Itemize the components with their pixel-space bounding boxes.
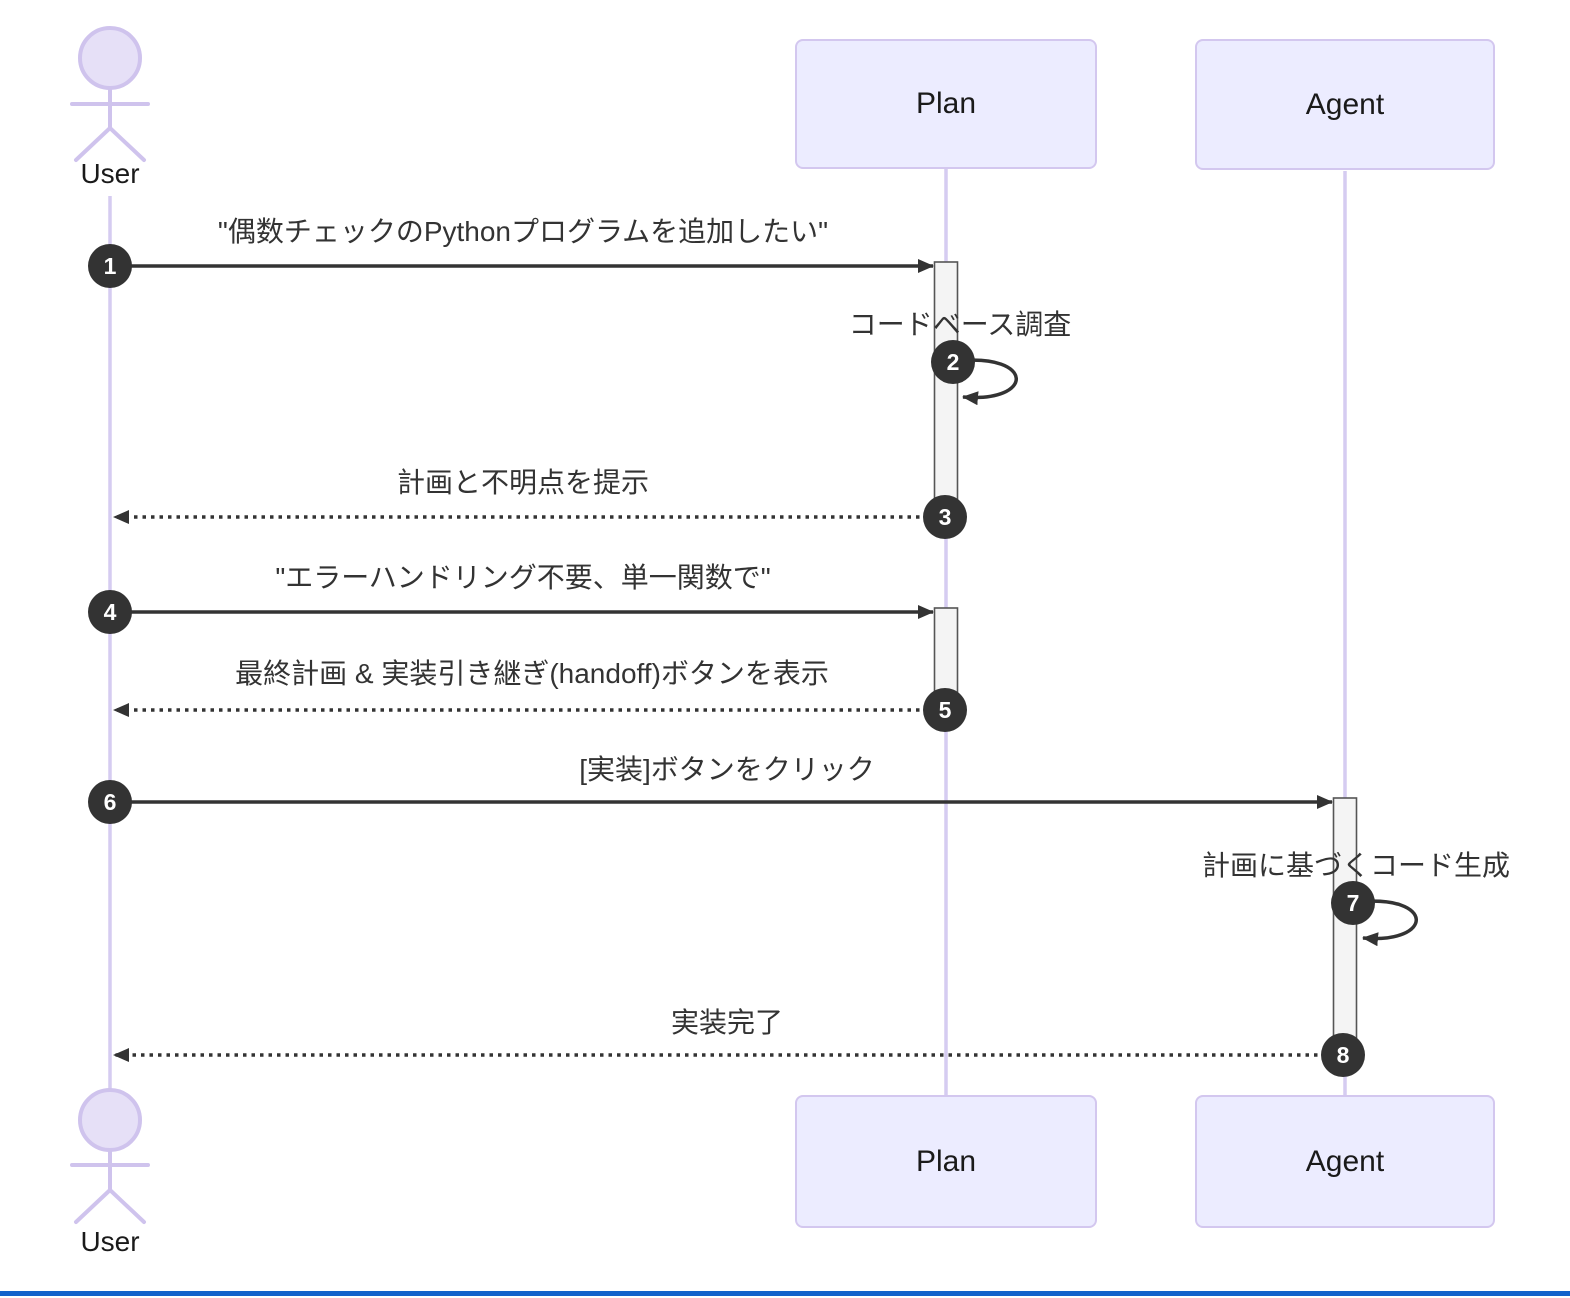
self-loop-message-7 — [1356, 899, 1418, 947]
message-7-label: 計画に基づくコード生成 — [1201, 850, 1511, 881]
message-6-label: [実装]ボタンをクリック — [579, 754, 875, 785]
participant-box-plan-top: Plan — [795, 39, 1097, 169]
participant-box-agent-bottom: Agent — [1195, 1095, 1495, 1228]
user-actor-icon-bottom — [70, 1088, 150, 1224]
actor-label-user-bottom: User — [80, 1226, 140, 1257]
seq-badge-1: 1 — [88, 244, 132, 288]
seq-badge-6: 6 — [88, 780, 132, 824]
participant-label-plan: Plan — [915, 87, 977, 120]
message-5-label: 最終計画 & 実装引き継ぎ(handoff)ボタンを表示 — [235, 658, 829, 689]
actor-label-user-top: User — [80, 158, 140, 189]
seq-badge-3: 3 — [923, 495, 967, 539]
seq-badge-4: 4 — [88, 590, 132, 634]
participant-label-agent: Agent — [1305, 87, 1385, 121]
message-8-label: 実装完了 — [670, 1007, 784, 1038]
seq-badge-7: 7 — [1331, 881, 1375, 925]
seq-badge-2: 2 — [931, 340, 975, 384]
message-4-label: "エラーハンドリング不要、単一関数で" — [275, 562, 771, 593]
message-1-label: "偶数チェックのPythonプログラムを追加したい" — [217, 216, 829, 247]
message-3-label: 計画と不明点を提示 — [396, 467, 650, 498]
participant-label-agent: Agent — [1305, 1144, 1385, 1178]
seq-badge-8: 8 — [1321, 1033, 1365, 1077]
participant-box-plan-bottom: Plan — [795, 1095, 1097, 1228]
activation-bar-agent-1 — [1332, 797, 1358, 1060]
message-2-label: コードベース調査 — [848, 309, 1072, 340]
participant-box-agent-top: Agent — [1195, 39, 1495, 170]
user-actor-icon — [70, 26, 150, 162]
self-loop-message-2 — [956, 358, 1018, 406]
seq-badge-5: 5 — [923, 688, 967, 732]
footer-divider — [0, 1291, 1570, 1296]
activation-bar-plan-1 — [933, 261, 959, 520]
participant-label-plan: Plan — [915, 1144, 977, 1178]
